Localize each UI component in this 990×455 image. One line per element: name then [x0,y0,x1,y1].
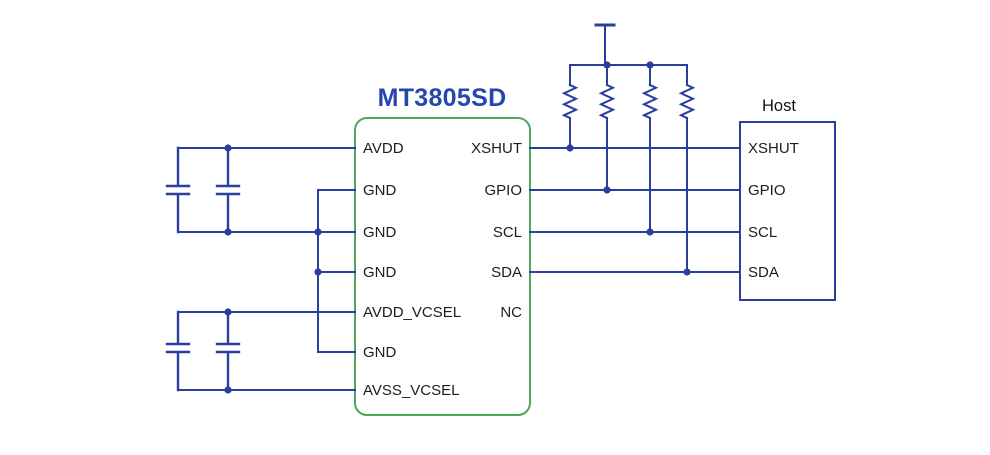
gnd-bus [317,189,356,353]
host-pin-label-xshut: XSHUT [748,140,799,157]
resistor-symbol-2 [598,83,616,120]
pin-label-sda: SDA [491,264,522,281]
junction-dot [224,386,232,394]
host-body [739,121,836,301]
pin-label-gnd-2: GND [363,224,397,241]
resistor-symbol-1 [561,83,579,120]
junction-dot [314,228,322,236]
capacitor-symbol-3 [165,310,191,392]
junction-dot [314,268,322,276]
pin-label-xshut: XSHUT [471,140,522,157]
junction-dot [646,61,654,69]
host-pin-label-scl: SCL [748,224,777,241]
chip-left-pin-labels: AVDD GND GND GND AVDD_VCSEL GND AVSS_VCS… [363,140,461,399]
host-pin-labels: XSHUT GPIO SCL SDA [748,140,799,281]
capacitor-symbol-1 [165,146,191,234]
capacitor-symbol-4 [215,310,241,392]
pin-label-gnd-4: GND [363,344,397,361]
junction-dot [603,61,611,69]
junction-dot [683,268,691,276]
chip-body [354,117,531,416]
pin-label-avss-vcsel: AVSS_VCSEL [363,382,459,399]
pin-label-avdd: AVDD [363,140,404,157]
junction-dot [603,186,611,194]
resistor-symbol-4 [678,83,696,120]
pin-label-scl: SCL [493,224,522,241]
resistor-symbol-3 [641,83,659,120]
chip-right-pin-labels: XSHUT GPIO SCL SDA NC [471,140,522,321]
junction-dot [224,228,232,236]
pin-label-gnd-3: GND [363,264,397,281]
host-pin-label-sda: SDA [748,264,779,281]
pin-label-gnd-1: GND [363,182,397,199]
host-title: Host [762,97,796,115]
junction-dots [224,61,691,394]
pin-label-nc: NC [500,304,522,321]
capacitor-symbol-2 [215,146,241,234]
host-pin-label-gpio: GPIO [748,182,786,199]
pin-label-avdd-vcsel: AVDD_VCSEL [363,304,461,321]
junction-dot [224,308,232,316]
chip-title: MT3805SD [378,84,507,112]
junction-dot [566,144,574,152]
junction-dot [646,228,654,236]
pin-label-gpio: GPIO [484,182,522,199]
junction-dot [224,144,232,152]
